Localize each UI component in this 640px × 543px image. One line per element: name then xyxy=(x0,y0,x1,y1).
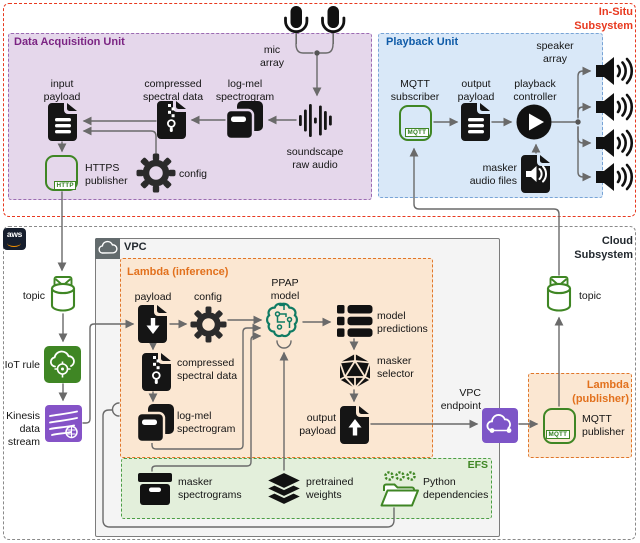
config-label: config xyxy=(179,168,208,180)
aws-logo: aws xyxy=(3,228,26,250)
li-output-payload-label: output payload xyxy=(299,412,336,438)
cloud-subsystem-border xyxy=(3,226,636,540)
topic-right-label: topic xyxy=(579,290,602,302)
vpc-cloud-icon xyxy=(98,240,118,254)
li-logmel-label: log-mel spectrogram xyxy=(177,410,236,436)
spectrogram-folder-icon xyxy=(137,404,174,443)
python-dependencies-folder-icon xyxy=(380,471,419,507)
li-compressed-label: compressed spectral data xyxy=(177,357,238,383)
pu-output-payload-label: output payload xyxy=(457,78,495,104)
iot-rule-label: IoT rule xyxy=(4,359,40,371)
topic-left-label: topic xyxy=(22,290,45,302)
mqtt-publisher-icon xyxy=(543,408,576,444)
spectrogram-folder-icon xyxy=(226,101,263,140)
vpc-endpoint-icon xyxy=(482,408,518,443)
mqtt-subscriber-icon xyxy=(399,105,432,141)
http-badge: HTTP xyxy=(54,181,77,191)
efs-title: EFS xyxy=(467,459,488,471)
masker-selector-label: masker selector xyxy=(377,355,414,381)
gear-icon xyxy=(190,306,227,343)
zip-file-icon xyxy=(157,101,186,139)
soundscape-label: soundscape raw audio xyxy=(286,146,344,172)
https-publisher-label: HTTPS publisher xyxy=(85,162,128,188)
insitu-subsystem-label: In-Situ Subsystem xyxy=(574,6,633,32)
layers-icon xyxy=(264,472,304,506)
microphone-icon xyxy=(321,6,346,44)
aws-logo-text: aws xyxy=(6,229,23,239)
kinesis-label: Kinesis data stream xyxy=(6,410,40,449)
topic-icon xyxy=(50,276,76,312)
mic-array-label: mic array xyxy=(260,44,284,70)
waveform-icon xyxy=(299,104,332,137)
vpc-label: VPC xyxy=(124,241,147,253)
playback-controller-label: playback controller xyxy=(513,78,557,104)
topic-icon xyxy=(546,276,572,312)
logmel-spectrogram-label: log-mel spectrogram xyxy=(215,78,275,104)
payload-upload-icon xyxy=(340,406,369,444)
gear-icon xyxy=(136,153,176,193)
li-config-label: config xyxy=(193,291,223,303)
ppap-model-label: PPAP model xyxy=(270,277,300,303)
microphone-icon xyxy=(284,6,309,44)
compressed-spectral-label: compressed spectral data xyxy=(142,78,204,104)
dau-title: Data Acquisition Unit xyxy=(14,36,125,48)
model-predictions-label: model predictions xyxy=(377,310,428,336)
aws-smile-icon xyxy=(7,239,21,247)
masker-spectrograms-label: masker spectrograms xyxy=(178,476,242,502)
li-payload-label: payload xyxy=(134,291,172,303)
payload-download-icon xyxy=(138,305,167,343)
masker-audio-files-label: masker audio files xyxy=(469,162,517,188)
insitu-subsystem-border xyxy=(3,3,636,217)
playback-unit-title: Playback Unit xyxy=(386,36,459,48)
pretrained-weights-label: pretrained weights xyxy=(306,476,354,502)
input-payload-label: input payload xyxy=(43,78,81,104)
vpc-endpoint-label: VPC endpoint xyxy=(440,387,481,413)
ppap-model-brain-icon xyxy=(266,302,298,338)
vpc-tab xyxy=(95,238,120,259)
iot-rule-icon xyxy=(44,346,81,383)
document-icon xyxy=(48,103,77,141)
masker-selector-icon xyxy=(339,354,371,389)
mqtt-publisher-label: MQTT publisher xyxy=(582,413,625,439)
python-dependencies-label: Python dependencies xyxy=(423,476,489,502)
model-predictions-icon xyxy=(337,305,373,337)
speaker-icon xyxy=(596,93,634,121)
mqtt-subscriber-label: MQTT subscriber xyxy=(390,78,440,104)
archive-box-icon xyxy=(138,473,172,505)
kinesis-icon xyxy=(45,405,82,442)
speaker-array-label: speaker array xyxy=(536,40,574,66)
mqtt-publisher-badge: MQTT xyxy=(546,430,570,440)
zip-file-icon xyxy=(142,353,171,391)
speaker-icon xyxy=(596,57,634,85)
cloud-subsystem-label: Cloud Subsystem xyxy=(574,235,633,261)
mqtt-subscriber-badge: MQTT xyxy=(405,128,429,138)
lambda-inference-title: Lambda (inference) xyxy=(127,266,229,278)
audio-file-icon xyxy=(521,155,550,193)
play-button-icon xyxy=(516,104,552,140)
speaker-icon xyxy=(596,163,634,191)
speaker-icon xyxy=(596,129,634,157)
lambda-publisher-title: Lambda (publisher) xyxy=(572,379,629,405)
document-icon xyxy=(461,103,490,141)
